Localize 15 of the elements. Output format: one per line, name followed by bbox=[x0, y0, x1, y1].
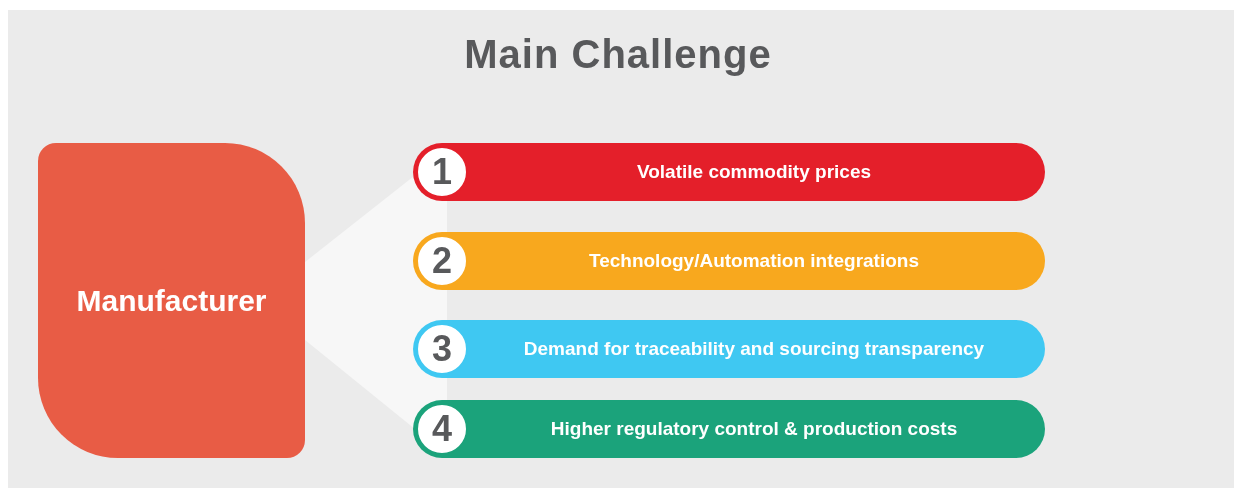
manufacturer-block bbox=[38, 143, 305, 458]
number-circle: 1 bbox=[416, 146, 468, 198]
number-circle: 2 bbox=[416, 235, 468, 287]
challenge-bar bbox=[413, 232, 1045, 290]
number-circle: 3 bbox=[416, 323, 468, 375]
challenge-label: Volatile commodity prices bbox=[635, 161, 873, 183]
challenge-bar bbox=[413, 320, 1045, 378]
challenge-label: Higher regulatory control & production costs bbox=[549, 418, 959, 440]
challenge-label: Demand for traceability and sourcing transparency bbox=[522, 338, 986, 360]
challenge-label: Technology/Automation integrations bbox=[587, 250, 920, 272]
challenge-bar bbox=[413, 400, 1045, 458]
block-label: Manufacturer bbox=[75, 283, 268, 318]
number-circle: 4 bbox=[416, 403, 468, 455]
challenge-bar bbox=[413, 143, 1045, 201]
title: Main Challenge bbox=[463, 32, 773, 77]
